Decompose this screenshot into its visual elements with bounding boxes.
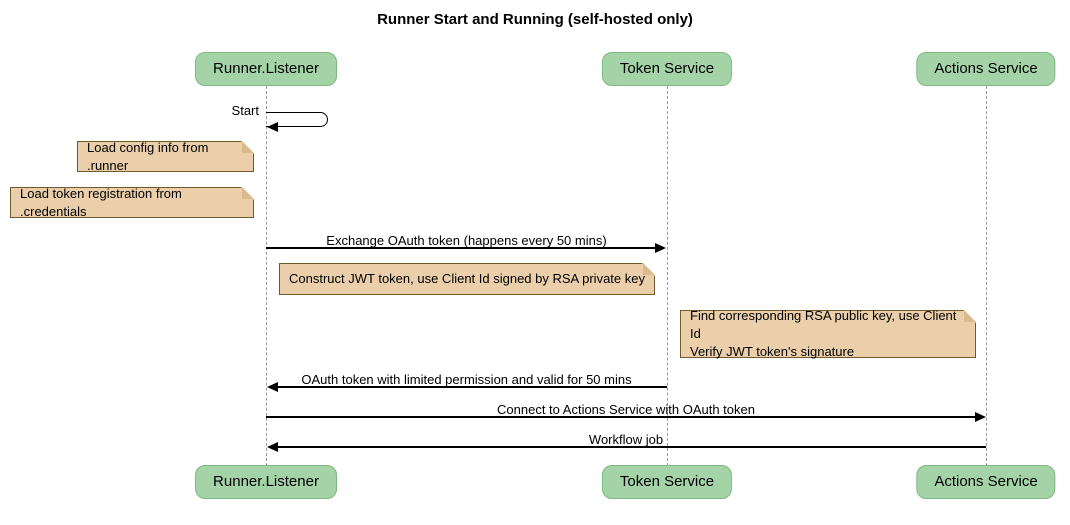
note-construct-jwt: Construct JWT token, use Client Id signe… <box>279 263 655 295</box>
actor-token-service-bottom: Token Service <box>601 465 733 499</box>
actor-actions-service-bottom: Actions Service <box>916 465 1056 499</box>
actor-runner-listener-bottom: Runner.Listener <box>195 465 337 499</box>
message-line <box>266 416 977 418</box>
arrowhead-left-icon <box>267 122 278 132</box>
message-workflow-job-label: Workflow job <box>588 432 664 447</box>
actor-token-service-top: Token Service <box>601 52 733 86</box>
message-line <box>266 247 658 249</box>
note-verify-jwt: Find corresponding RSA public key, use C… <box>680 308 976 359</box>
arrowhead-right-icon <box>655 243 666 253</box>
note-load-config: Load config info from .runner <box>77 140 254 173</box>
actor-runner-listener-top: Runner.Listener <box>195 52 337 86</box>
note-load-token-registration: Load token registration from .credential… <box>10 186 254 219</box>
actor-actions-service-top: Actions Service <box>916 52 1056 86</box>
message-line <box>275 386 667 388</box>
message-oauth-token-return-label: OAuth token with limited permission and … <box>301 372 632 387</box>
self-loop-line <box>266 112 328 127</box>
message-exchange-oauth-token-label: Exchange OAuth token (happens every 50 m… <box>326 233 607 248</box>
diagram-title: Runner Start and Running (self-hosted on… <box>377 11 693 28</box>
arrowhead-left-icon <box>267 382 278 392</box>
message-start-label: Start <box>231 103 259 118</box>
lifeline-runner-listener <box>266 86 267 466</box>
message-line <box>275 446 986 448</box>
lifeline-token-service <box>667 86 668 466</box>
arrowhead-left-icon <box>267 442 278 452</box>
lifeline-actions-service <box>986 86 987 466</box>
message-connect-actions-service-label: Connect to Actions Service with OAuth to… <box>497 402 755 417</box>
arrowhead-right-icon <box>975 412 986 422</box>
